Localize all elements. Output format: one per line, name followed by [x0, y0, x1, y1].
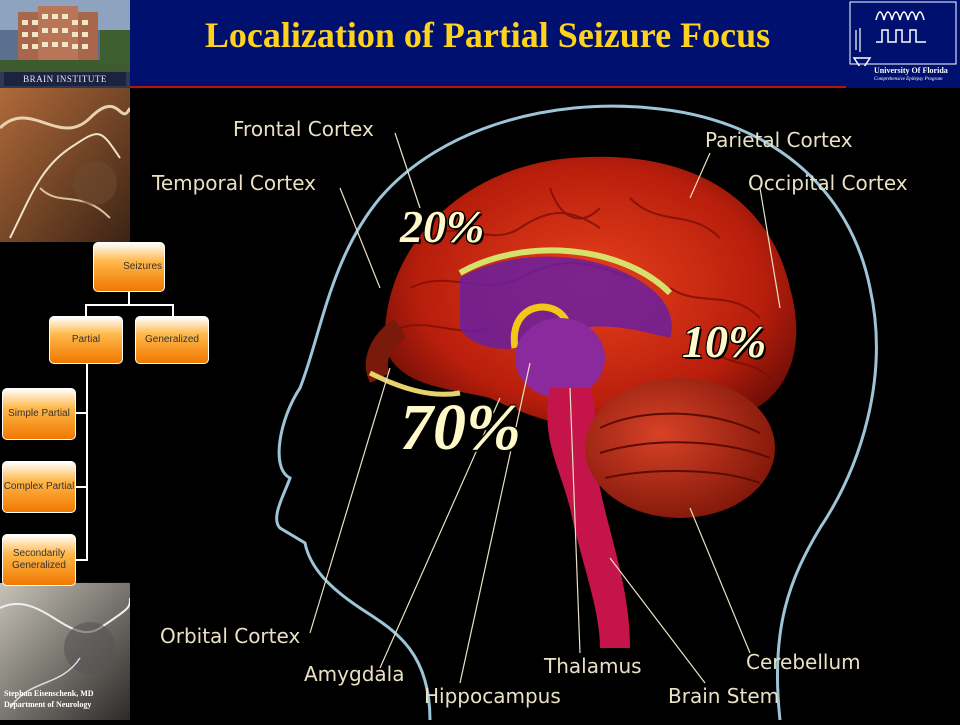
connector-line — [74, 559, 88, 561]
seizure-classification-chart: Seizures Partial Generalized Simple Part… — [0, 242, 215, 586]
frontal-percentage: 20% — [400, 201, 485, 252]
connector-line — [86, 362, 88, 560]
optic-band — [368, 370, 461, 397]
connector-line — [85, 304, 87, 316]
seizures-node: Seizures — [93, 242, 165, 292]
brain-stem-shape — [547, 388, 630, 648]
uf-logo-subtitle: Comprehensive Epilepsy Program — [874, 77, 943, 82]
simple-partial-node: Simple Partial — [2, 388, 76, 440]
label-thalamus: Thalamus — [544, 654, 642, 678]
eeg-waveform-icon — [849, 1, 957, 72]
connector-line — [74, 412, 88, 414]
author-credit: Stephan Eisenschenk, MD Department of Ne… — [4, 688, 130, 710]
label-temporal-cortex: Temporal Cortex — [152, 171, 316, 195]
neuron-art-image — [0, 88, 132, 720]
label-parietal-cortex: Parietal Cortex — [705, 128, 853, 152]
label-frontal-cortex: Frontal Cortex — [233, 117, 374, 141]
head-outline — [275, 104, 878, 720]
fornix-band — [458, 247, 673, 296]
uf-logo-title: University Of Florida — [874, 66, 948, 75]
label-hippocampus: Hippocampus — [424, 684, 561, 708]
page-title: Localization of Partial Seizure Focus — [204, 15, 771, 55]
header-divider — [130, 86, 960, 89]
complex-partial-node: Complex Partial — [2, 461, 76, 513]
author-name: Stephan Eisenschenk, MD — [4, 689, 94, 698]
leader-lines — [309, 132, 781, 684]
temporal-lobe-shape — [365, 318, 407, 383]
connector-line — [74, 486, 88, 488]
parietal-occipital-percentage: 10% — [682, 316, 767, 367]
building-image — [0, 0, 130, 72]
brain-institute-logo: BRAIN INSTITUTE — [0, 0, 130, 88]
connector-line — [172, 304, 174, 316]
thalamus-shape — [515, 318, 605, 398]
connector-line — [85, 304, 173, 306]
label-amygdala: Amygdala — [304, 662, 405, 686]
cerebellum-shape — [585, 378, 775, 518]
logo-caption: BRAIN INSTITUTE — [4, 72, 126, 86]
generalized-node: Generalized — [135, 316, 209, 364]
secondarily-generalized-node: Secondarily Generalized — [2, 534, 76, 586]
label-occipital-cortex: Occipital Cortex — [748, 171, 908, 195]
temporal-percentage: 70% — [400, 391, 521, 464]
brain-illustration — [130, 88, 960, 720]
uf-epilepsy-logo — [846, 0, 960, 88]
header-bar — [0, 0, 960, 88]
uf-logo-text: University Of Florida Comprehensive Epil… — [874, 66, 960, 84]
label-brain-stem: Brain Stem — [668, 684, 780, 708]
connector-line — [128, 292, 130, 305]
department-name: Department of Neurology — [4, 700, 92, 709]
label-cerebellum: Cerebellum — [746, 650, 861, 674]
label-orbital-cortex: Orbital Cortex — [160, 624, 301, 648]
partial-node: Partial — [49, 316, 123, 364]
